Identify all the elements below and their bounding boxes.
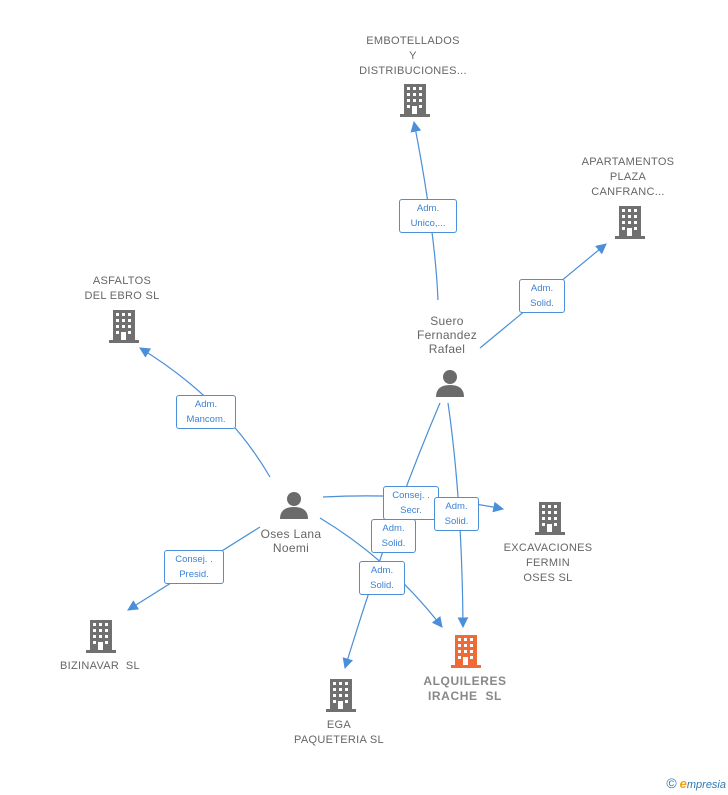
building-icon bbox=[326, 679, 356, 712]
node-label-ega[interactable]: EGA PAQUETERIA SL bbox=[279, 718, 399, 748]
edge-label-line: Adm. bbox=[382, 523, 405, 534]
brand-logo-letter: e bbox=[679, 776, 687, 791]
edge-label-suero-embotellados[interactable]: Adm. Unico,... bbox=[399, 199, 457, 233]
edge-label-line: Adm. bbox=[370, 565, 394, 576]
building-icon bbox=[535, 502, 565, 535]
person-icon bbox=[280, 492, 308, 519]
edge-label-line: Consej. . bbox=[392, 490, 430, 501]
label-line: Y bbox=[409, 50, 417, 62]
label-line: Suero bbox=[430, 314, 464, 328]
label-line: DISTRIBUCIONES... bbox=[359, 65, 467, 77]
edge-label-oses-alquileres[interactable]: Adm. Solid. bbox=[359, 561, 405, 595]
brand-footer[interactable]: ©empresia bbox=[666, 775, 726, 791]
node-label-alquileres[interactable]: ALQUILERES IRACHE SL bbox=[405, 674, 525, 704]
building-icon bbox=[615, 206, 645, 239]
label-line: EMBOTELLADOS bbox=[366, 35, 460, 47]
label-line: OSES SL bbox=[523, 572, 573, 584]
edge-label-suero-apartamentos[interactable]: Adm. Solid. bbox=[519, 279, 565, 313]
label-line: PLAZA bbox=[609, 171, 647, 183]
node-label-oses[interactable]: Oses Lana Noemi bbox=[241, 527, 341, 555]
edge-label-oses-asfaltos[interactable]: Adm. Mancom. bbox=[176, 395, 236, 429]
edge-label-line: Secr. bbox=[400, 505, 422, 516]
building-icon bbox=[400, 84, 430, 117]
edge-label-line: Consej. . bbox=[175, 554, 213, 565]
edge-label-oses-bizinavar[interactable]: Consej. . Presid. bbox=[164, 550, 224, 584]
building-icon bbox=[86, 620, 116, 653]
copyright-icon: © bbox=[666, 775, 677, 791]
label-line: ALQUILERES bbox=[423, 674, 507, 688]
node-label-apartamentos[interactable]: APARTAMENTOS PLAZA CANFRANC... bbox=[568, 155, 688, 200]
edge-label-line: Presid. bbox=[179, 569, 209, 580]
edge-label-line: Adm. bbox=[416, 203, 440, 214]
building-icon bbox=[109, 310, 139, 343]
edge-label-line: Solid. bbox=[444, 516, 469, 527]
edge-label-line: Adm. bbox=[194, 399, 218, 410]
main-building-icon bbox=[451, 635, 481, 668]
edge-label-line: Solid. bbox=[370, 580, 394, 591]
node-label-suero[interactable]: Suero Fernandez Rafael bbox=[397, 314, 497, 356]
edge-label-suero-ega[interactable]: Adm. Solid. bbox=[371, 519, 416, 553]
label-line: Fernandez bbox=[416, 328, 478, 342]
label-line: ASFALTOS bbox=[92, 275, 152, 287]
node-label-asfaltos[interactable]: ASFALTOS DEL EBRO SL bbox=[62, 274, 182, 304]
label-line: FERMIN bbox=[526, 557, 570, 569]
label-line: APARTAMENTOS bbox=[581, 156, 675, 168]
brand-logo-text: mpresia bbox=[686, 779, 726, 791]
edge-label-line: Adm. bbox=[445, 501, 468, 512]
edge-label-line: Mancom. bbox=[186, 414, 226, 425]
label-line: Rafael bbox=[428, 342, 466, 356]
label-line: BIZINAVAR SL bbox=[60, 660, 140, 672]
label-line: IRACHE SL bbox=[427, 689, 502, 703]
edge-label-line: Solid. bbox=[381, 538, 406, 549]
label-line: Oses Lana bbox=[260, 527, 322, 541]
edge-label-line: Adm. bbox=[530, 283, 554, 294]
person-icon bbox=[436, 370, 464, 397]
label-line: DEL EBRO SL bbox=[84, 290, 160, 302]
label-line: EGA bbox=[326, 719, 352, 731]
label-line: EXCAVACIONES bbox=[503, 542, 593, 554]
edge-label-suero-excavaciones[interactable]: Adm. Solid. bbox=[434, 497, 479, 531]
edge-label-line: Unico,... bbox=[410, 218, 446, 229]
label-line: CANFRANC... bbox=[591, 186, 665, 198]
edge-label-line: Solid. bbox=[530, 298, 554, 309]
node-label-bizinavar[interactable]: BIZINAVAR SL bbox=[40, 659, 160, 674]
node-label-excavaciones[interactable]: EXCAVACIONES FERMIN OSES SL bbox=[488, 541, 608, 586]
label-line: Noemi bbox=[272, 541, 310, 555]
node-label-embotellados[interactable]: EMBOTELLADOS Y DISTRIBUCIONES... bbox=[343, 34, 483, 79]
edge-label-oses-excavaciones[interactable]: Consej. . Secr. bbox=[383, 486, 439, 520]
label-line: PAQUETERIA SL bbox=[294, 734, 384, 746]
